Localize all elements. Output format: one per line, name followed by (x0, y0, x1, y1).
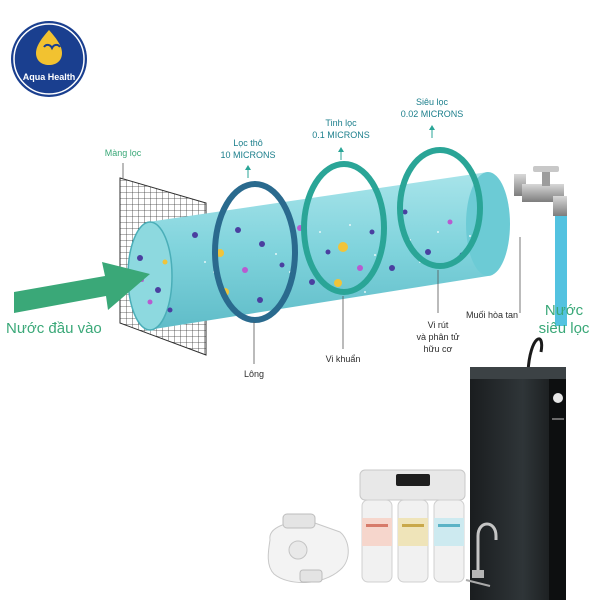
inlet-arrow (14, 262, 150, 313)
heart-drop-logo-icon (36, 30, 62, 65)
faucet-filter-icon (267, 513, 349, 584)
removed-label-virus-2: và phân tử (416, 332, 459, 342)
removed-label-hair: Lông (244, 369, 264, 379)
outlet-label-line1: Nước (545, 302, 584, 319)
inlet-label: Nước đầu vào (6, 320, 102, 337)
up-arrows (245, 125, 435, 178)
removed-label-bacteria: Vi khuẩn (326, 354, 361, 364)
ring-ultra (397, 147, 483, 269)
removed-label-virus-3: hữu cơ (424, 344, 453, 354)
filter-cartridges (359, 469, 466, 583)
ring-fine (301, 161, 387, 295)
outlet-water-stream (555, 216, 567, 326)
pointer-lines (122, 163, 521, 364)
stage-label-coarse: Lọc thô (233, 138, 263, 148)
logo-text: Aqua Health (23, 72, 76, 82)
filter-cartridge-icon (397, 499, 429, 583)
removed-label-salt: Muối hòa tan (466, 310, 518, 320)
faucet-icon (514, 166, 567, 216)
outlet-label-line2: siêu lọc (539, 320, 590, 337)
water-purifier-cabinet-icon (470, 337, 566, 600)
ring-coarse (212, 181, 298, 323)
filter-cartridge-icon (361, 499, 393, 583)
stage-label-membrane: Màng lọc (105, 148, 142, 158)
stage-label-fine: Tinh lọc (325, 118, 357, 128)
stage-size-fine: 0.1 MICRONS (312, 130, 370, 140)
filter-cartridge-icon (433, 499, 465, 583)
stage-size-coarse: 10 MICRONS (220, 150, 275, 160)
purifier-tap-icon (465, 522, 498, 587)
aqua-health-logo: Aqua Health (11, 21, 87, 97)
filter-rings (212, 147, 483, 323)
filter-tube (127, 172, 510, 331)
removed-label-virus-1: Vi rút (428, 320, 449, 330)
stage-label-ultra: Siêu lọc (416, 97, 449, 107)
stage-size-ultra: 0.02 MICRONS (401, 109, 464, 119)
